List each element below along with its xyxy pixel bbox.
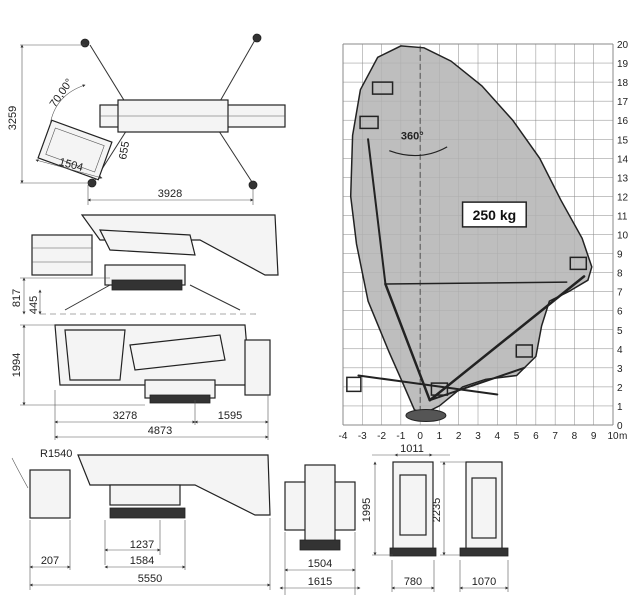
basket-upper bbox=[359, 115, 379, 130]
dim-top-angle: 70,00° bbox=[48, 77, 76, 110]
y-tick-label: 1 bbox=[617, 402, 623, 413]
outrigger-segment bbox=[357, 374, 499, 396]
dim-side-stowed-h1: 817 bbox=[11, 289, 23, 307]
x-tick-label: 6 bbox=[533, 431, 539, 442]
x-tick-label: 5 bbox=[514, 431, 520, 442]
load-box bbox=[461, 201, 527, 228]
side-view-transport: 1994 3278 1595 4873 bbox=[11, 324, 271, 440]
top-view: 3259 70,00° 1504 655 3928 bbox=[7, 33, 286, 205]
load-label: 250 kg bbox=[473, 207, 517, 223]
basket-low-center bbox=[430, 382, 449, 396]
dim-front-top: 1011 bbox=[400, 443, 424, 455]
x-tick-label: -4 bbox=[339, 431, 348, 442]
x-axis-unit: m bbox=[619, 431, 627, 442]
boom-upper-segment bbox=[367, 138, 387, 286]
basket-low-left bbox=[346, 376, 362, 393]
y-tick-label: 14 bbox=[617, 154, 629, 165]
basket-low-right bbox=[515, 344, 534, 358]
rotation-arrow bbox=[389, 146, 448, 157]
dim-side-stowed-h2: 445 bbox=[28, 296, 40, 314]
x-tick-label: 3 bbox=[475, 431, 481, 442]
x-tick-label: 4 bbox=[495, 431, 501, 442]
basket-top bbox=[371, 81, 394, 95]
dim-side-transport-len-b: 1595 bbox=[218, 410, 242, 422]
x-tick-label: 1 bbox=[437, 431, 443, 442]
y-tick-label: 0 bbox=[617, 421, 623, 432]
dim-front-height: 1995 bbox=[361, 498, 373, 522]
x-tick-label: 10 bbox=[607, 431, 619, 442]
y-tick-label: 3 bbox=[617, 364, 623, 375]
y-tick-label: 11 bbox=[617, 211, 628, 222]
load-annotation: 250 kg bbox=[461, 201, 527, 228]
y-tick-label: 13 bbox=[617, 173, 629, 184]
chassis-base bbox=[405, 408, 447, 422]
y-tick-label: 18 bbox=[617, 78, 629, 89]
front-view: 1504 1615 bbox=[279, 464, 361, 595]
basket-right bbox=[569, 256, 588, 271]
dim-top-width: 3928 bbox=[158, 188, 182, 200]
dim-side-transport-total: 4873 bbox=[148, 425, 172, 437]
y-tick-label: 19 bbox=[617, 59, 629, 70]
y-tick-label: 9 bbox=[617, 250, 623, 261]
x-tick-label: -1 bbox=[396, 431, 405, 442]
dim-front-basket: 1504 bbox=[308, 558, 332, 570]
boom-reach-segment bbox=[428, 275, 586, 402]
dim-bottom-len-b: 1237 bbox=[130, 539, 154, 551]
dim-rear-a-width: 780 bbox=[404, 576, 422, 588]
y-tick-label: 7 bbox=[617, 288, 623, 299]
y-tick-label: 5 bbox=[617, 326, 623, 337]
dim-side-transport-height: 1994 bbox=[11, 353, 23, 377]
dim-side-transport-len-a: 3278 bbox=[113, 410, 137, 422]
side-view-stowed: 817 445 bbox=[11, 214, 279, 315]
rear-view-b: 2235 1070 bbox=[431, 461, 509, 592]
x-tick-label: 0 bbox=[417, 431, 423, 442]
y-tick-label: 8 bbox=[617, 269, 623, 280]
side-view-bottom: R1540 1237 207 1584 5550 bbox=[11, 448, 271, 590]
y-tick-label: 10 bbox=[617, 231, 629, 242]
dim-rear-b-width: 1070 bbox=[472, 576, 496, 588]
y-tick-label: 2 bbox=[617, 383, 623, 394]
y-tick-label: 15 bbox=[617, 135, 629, 146]
x-tick-label: 9 bbox=[591, 431, 597, 442]
x-tick-label: -2 bbox=[377, 431, 386, 442]
x-tick-label: -3 bbox=[358, 431, 367, 442]
dim-bottom-radius: R1540 bbox=[40, 448, 72, 460]
dim-bottom-total: 5550 bbox=[138, 573, 162, 585]
dim-rear-b-height: 2235 bbox=[431, 498, 443, 522]
y-tick-label: 17 bbox=[617, 97, 629, 108]
dim-front-width: 1615 bbox=[308, 576, 332, 588]
y-tick-label: 4 bbox=[617, 345, 623, 356]
boom-diagram bbox=[346, 81, 588, 422]
rear-view-a: 1995 1011 780 bbox=[361, 443, 450, 592]
y-tick-label: 20 bbox=[617, 40, 629, 51]
working-envelope-area bbox=[349, 45, 593, 415]
dim-top-basket-depth: 655 bbox=[117, 140, 132, 160]
boom-horizontal-segment bbox=[384, 281, 568, 285]
x-tick-label: 7 bbox=[552, 431, 558, 442]
rotation-annotation: 360° bbox=[389, 130, 448, 157]
x-tick-label: 2 bbox=[456, 431, 462, 442]
dim-bottom-len-a: 207 bbox=[41, 555, 59, 567]
y-tick-label: 6 bbox=[617, 307, 623, 318]
x-axis-ticks: -4 -3 -2 -1 0 1 2 3 4 5 6 7 8 9 10 bbox=[339, 431, 619, 442]
dim-bottom-len-c: 1584 bbox=[130, 555, 154, 567]
x-tick-label: 8 bbox=[572, 431, 578, 442]
rotation-label: 360° bbox=[401, 130, 424, 142]
y-tick-label: 16 bbox=[617, 116, 629, 127]
boom-lower-segment bbox=[384, 282, 432, 402]
dim-top-height: 3259 bbox=[7, 106, 19, 130]
y-tick-label: 12 bbox=[617, 192, 629, 203]
